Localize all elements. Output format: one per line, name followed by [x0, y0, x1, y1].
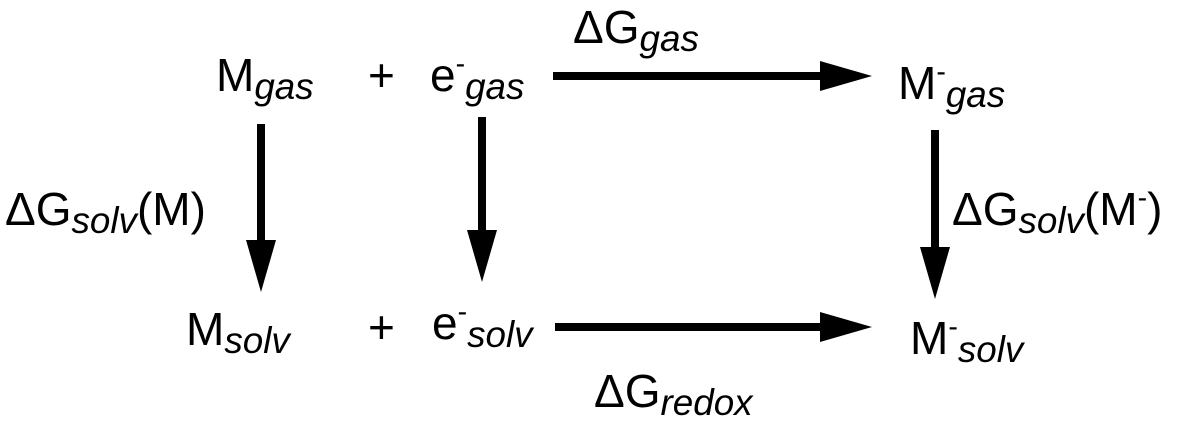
species-electron-gas: e-gas	[430, 48, 525, 108]
arrow-solv-metal	[246, 124, 276, 292]
arrow-gas-reaction	[553, 61, 872, 91]
label-delta-g-solv-metal: ΔGsolv(M)	[5, 183, 206, 242]
arrow-solv-anion	[920, 130, 950, 299]
arrow-redox-reaction	[555, 312, 872, 342]
plus-sign-top: +	[368, 49, 395, 101]
label-delta-g-redox: ΔGredox	[594, 365, 753, 424]
species-anion-solv: M-solv	[910, 311, 1024, 371]
species-metal-gas: Mgas	[216, 49, 314, 108]
species-electron-solv: e-solv	[432, 296, 533, 356]
species-metal-solv: Msolv	[186, 303, 290, 362]
arrow-solv-electron	[467, 117, 497, 282]
species-anion-gas: M-gas	[898, 56, 1006, 116]
label-delta-g-solv-anion: ΔGsolv(M-)	[952, 182, 1163, 242]
plus-sign-bottom: +	[368, 301, 395, 353]
label-delta-g-gas: ΔGgas	[573, 1, 699, 60]
